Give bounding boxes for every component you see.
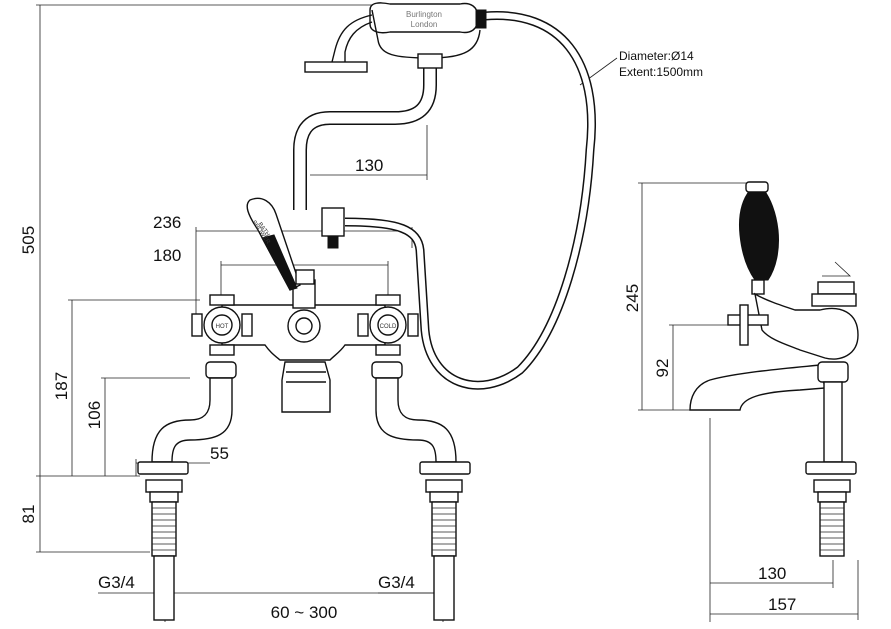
hose-diameter-note: Diameter:Ø14	[619, 49, 694, 63]
left-leg	[137, 361, 237, 621]
right-leg	[371, 361, 471, 621]
hose-extent-note: Extent:1500mm	[619, 65, 703, 79]
cold-tap-handle: COLD	[357, 294, 419, 356]
hot-tap-handle: HOT	[191, 294, 253, 356]
dim-505: 505	[19, 226, 38, 254]
handset-brand-name: Burlington	[406, 10, 442, 19]
thread-g34-left: G3/4	[98, 573, 135, 592]
handset-brand-city: London	[411, 20, 438, 29]
dim-55: 55	[210, 444, 229, 463]
dim-236: 236	[153, 213, 181, 232]
dim-60-300: 60 ~ 300	[271, 603, 338, 622]
dim-92: 92	[653, 359, 672, 378]
thread-g34-right: G3/4	[378, 573, 415, 592]
dimension-labels: 505 81 187 106 130 236 180 55 G3/4 G3/4 …	[19, 49, 796, 622]
dim-187: 187	[52, 372, 71, 400]
dim-130-top: 130	[355, 156, 383, 175]
hot-label: HOT	[216, 324, 229, 330]
shower-handset: Burlington London	[293, 2, 596, 390]
dim-81: 81	[19, 505, 38, 524]
side-view	[689, 181, 859, 557]
dim-130-side: 130	[758, 564, 786, 583]
dim-245: 245	[623, 284, 642, 312]
dim-106: 106	[85, 401, 104, 429]
cold-label: COLD	[380, 324, 397, 330]
dim-180: 180	[153, 246, 181, 265]
tap-body: SHOWER BATH	[221, 197, 386, 413]
dim-157: 157	[768, 595, 796, 614]
